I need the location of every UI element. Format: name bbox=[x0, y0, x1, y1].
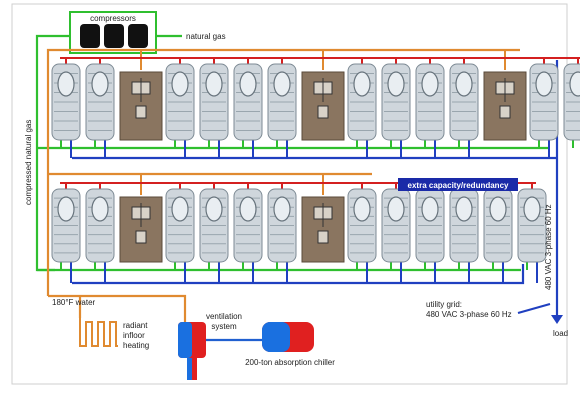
microturbine-unit bbox=[449, 188, 479, 263]
microturbine-unit bbox=[233, 63, 263, 141]
generator-units bbox=[51, 50, 580, 283]
compressed-natural-gas-label: compressed natural gas bbox=[24, 120, 33, 205]
compressor-unit bbox=[104, 24, 124, 48]
hot-water-label: 180°F water bbox=[52, 298, 96, 307]
compressor-enclosure bbox=[69, 11, 157, 54]
utility-grid-label: utility grid: bbox=[426, 300, 462, 309]
microturbine-unit bbox=[85, 63, 115, 141]
microturbine-unit bbox=[267, 188, 297, 263]
heat-exchanger-unit bbox=[119, 71, 163, 141]
microturbine-unit bbox=[165, 188, 195, 263]
hot-water-main bbox=[48, 294, 187, 330]
microturbine-unit bbox=[199, 63, 229, 141]
microturbine-unit bbox=[51, 188, 81, 263]
microturbine-unit bbox=[233, 188, 263, 263]
radiant-label: radiant bbox=[123, 321, 148, 330]
microturbine-unit bbox=[483, 188, 513, 263]
compressors-group bbox=[80, 24, 148, 48]
microturbine-unit bbox=[347, 63, 377, 141]
compressor-unit bbox=[128, 24, 148, 48]
ventilation-system bbox=[178, 322, 206, 380]
microturbine-unit bbox=[381, 63, 411, 141]
microturbine-unit bbox=[51, 63, 81, 141]
compressors-label: compressors bbox=[90, 14, 136, 23]
compressor-unit bbox=[80, 24, 100, 48]
heating-label: heating bbox=[123, 341, 149, 350]
pipe-network bbox=[35, 11, 563, 342]
power-spec-label: 480 VAC 3-phase 60 Hz bbox=[544, 204, 553, 290]
utility-grid-spec-label: 480 VAC 3-phase 60 Hz bbox=[426, 310, 512, 319]
microturbine-unit bbox=[415, 63, 445, 141]
microturbine-unit bbox=[449, 63, 479, 141]
load-arrow bbox=[551, 315, 563, 324]
hot-water-row1 bbox=[46, 48, 520, 296]
microturbine-unit bbox=[165, 63, 195, 141]
ventilation-system-label: system bbox=[211, 322, 237, 331]
utility-grid-line bbox=[517, 302, 551, 315]
microturbine-unit bbox=[415, 188, 445, 263]
chiller-label: 200-ton absorption chiller bbox=[245, 358, 335, 367]
heat-exchanger-unit bbox=[119, 196, 163, 263]
microturbine-unit bbox=[563, 63, 580, 141]
microturbine-unit bbox=[529, 63, 559, 141]
load-label: load bbox=[553, 329, 568, 338]
microturbine-unit bbox=[199, 188, 229, 263]
heat-exchanger-unit bbox=[483, 71, 527, 141]
ventilation-label: ventilation bbox=[206, 312, 242, 321]
absorption-chiller bbox=[262, 322, 314, 352]
microturbine-unit bbox=[517, 188, 547, 263]
microturbine-unit bbox=[381, 188, 411, 263]
radiant-heating-coil bbox=[79, 318, 118, 347]
infloor-label: infloor bbox=[123, 331, 145, 340]
microturbine-unit bbox=[347, 188, 377, 263]
heat-exchanger-unit bbox=[301, 71, 345, 141]
electric-bus-row2 bbox=[72, 264, 525, 285]
microturbine-unit bbox=[85, 188, 115, 263]
extra-capacity-label: extra capacity/redundancy bbox=[408, 181, 509, 190]
microturbine-unit bbox=[267, 63, 297, 141]
natural-gas-label: natural gas bbox=[186, 32, 226, 41]
extra-capacity-badge bbox=[398, 178, 518, 191]
heat-exchanger-unit bbox=[301, 196, 345, 263]
